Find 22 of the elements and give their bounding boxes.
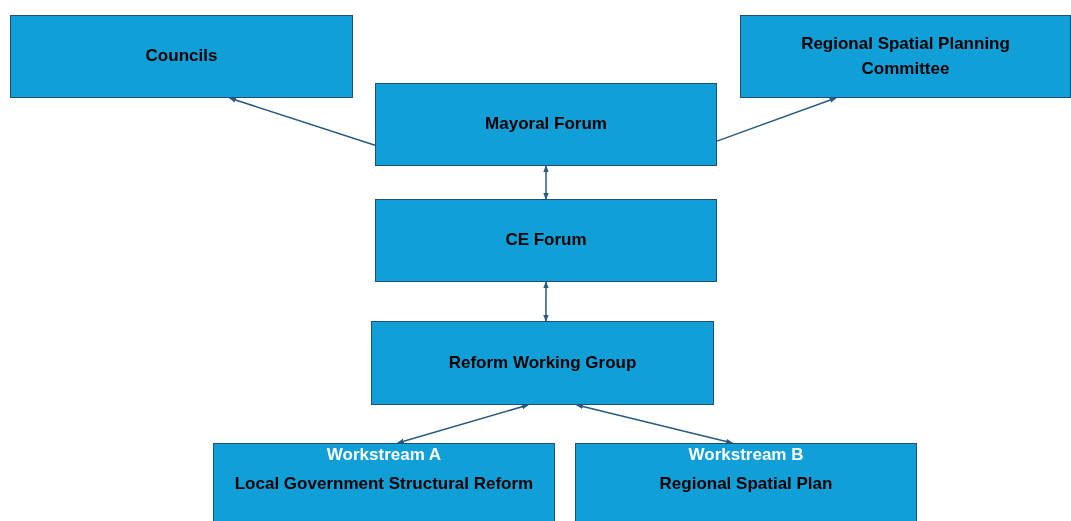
process-box: [213, 443, 555, 521]
box-label: Regional Spatial Plan: [659, 472, 833, 495]
box-heading: Workstream B: [688, 444, 804, 466]
box-label: CE Forum: [505, 229, 587, 252]
process-box: [10, 15, 353, 98]
box-label: Reform Working Group: [448, 351, 637, 374]
box-heading: Workstream A: [326, 444, 442, 466]
box-label: Regional Spatial Planning Committee: [800, 32, 1011, 80]
process-box: [575, 443, 917, 521]
arrow: [543, 165, 549, 200]
process-box: [375, 199, 717, 282]
arrow: [396, 404, 529, 444]
process-box: [740, 15, 1071, 98]
arrow: [716, 97, 837, 142]
process-box: [371, 321, 714, 405]
arrow: [576, 403, 734, 445]
process-box: [375, 83, 717, 166]
box-label: Mayoral Forum: [485, 113, 607, 136]
arrow: [543, 281, 549, 322]
box-label: Councils: [145, 45, 218, 68]
arrow: [228, 97, 376, 146]
box-label: Local Government Structural Reform: [234, 472, 534, 495]
